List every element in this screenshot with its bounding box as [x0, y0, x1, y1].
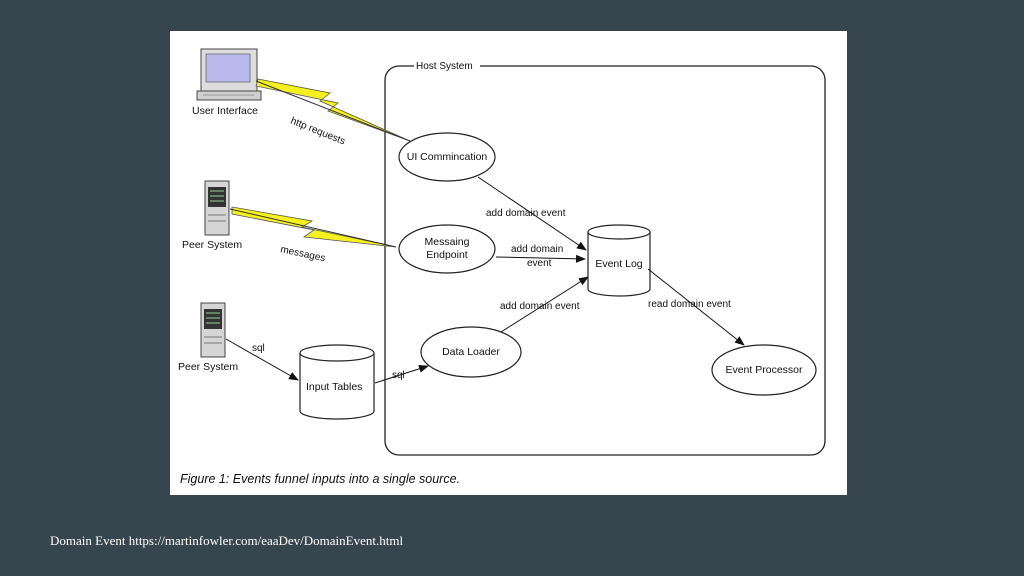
source-reference: Domain Event https://martinfowler.com/ea… — [50, 533, 404, 548]
computer-icon — [196, 48, 262, 101]
node-data-loader: Data Loader — [442, 346, 500, 358]
host-system-label: Host System — [416, 61, 473, 72]
actor-user-interface: User Interface — [192, 105, 258, 117]
edge-label-sql-2: sql — [392, 370, 405, 381]
edge-sql-peer-to-tables — [225, 338, 299, 381]
edge-event-log-to-processor — [647, 268, 745, 346]
edge-label-messages: messages — [279, 244, 326, 264]
figure-caption: Figure 1: Events funnel inputs into a si… — [180, 472, 460, 486]
node-ellipse-messaging-endpoint — [398, 224, 496, 274]
node-event-processor: Event Processor — [725, 364, 803, 376]
actor-peer-system-2: Peer System — [178, 361, 238, 373]
domain-event-diagram: Host System User Interface Peer System P… — [170, 31, 847, 495]
event-log-database — [587, 224, 651, 297]
node-input-tables: Input Tables — [306, 381, 362, 393]
edge-label-add-domain-event-2a: add domain — [511, 244, 563, 255]
edge-label-add-domain-event-3: add domain event — [500, 301, 580, 312]
node-event-log: Event Log — [595, 258, 642, 270]
edge-label-add-domain-event-2b: event — [527, 258, 552, 269]
edge-label-http-requests: http requests — [289, 116, 347, 148]
edge-label-add-domain-event-1: add domain event — [486, 208, 566, 219]
node-messaging-endpoint-line1: Messaing — [425, 236, 470, 248]
node-messaging-endpoint-line2: Endpoint — [426, 249, 468, 261]
edge-loader-to-event-log — [500, 276, 589, 333]
edge-ui-to-event-log — [477, 176, 587, 251]
node-ui-communication: UI Commincation — [407, 151, 488, 163]
edge-label-read-domain-event: read domain event — [648, 299, 731, 310]
edge-sql-tables-to-loader — [374, 364, 429, 384]
node-ellipse-data-loader — [420, 326, 522, 378]
diagram-canvas: Host System User Interface Peer System P… — [178, 48, 826, 486]
input-tables-database — [299, 344, 375, 420]
actor-peer-system-1: Peer System — [182, 239, 242, 251]
server-icon — [200, 302, 226, 358]
host-system-boundary — [384, 65, 826, 456]
lightning-bolt-messages — [231, 206, 397, 248]
node-ellipse-ui-communication — [398, 132, 496, 182]
edge-label-sql-1: sql — [252, 343, 265, 354]
server-icon — [204, 180, 230, 236]
edge-messaging-to-event-log — [495, 254, 586, 263]
node-ellipse-event-processor — [711, 344, 817, 396]
